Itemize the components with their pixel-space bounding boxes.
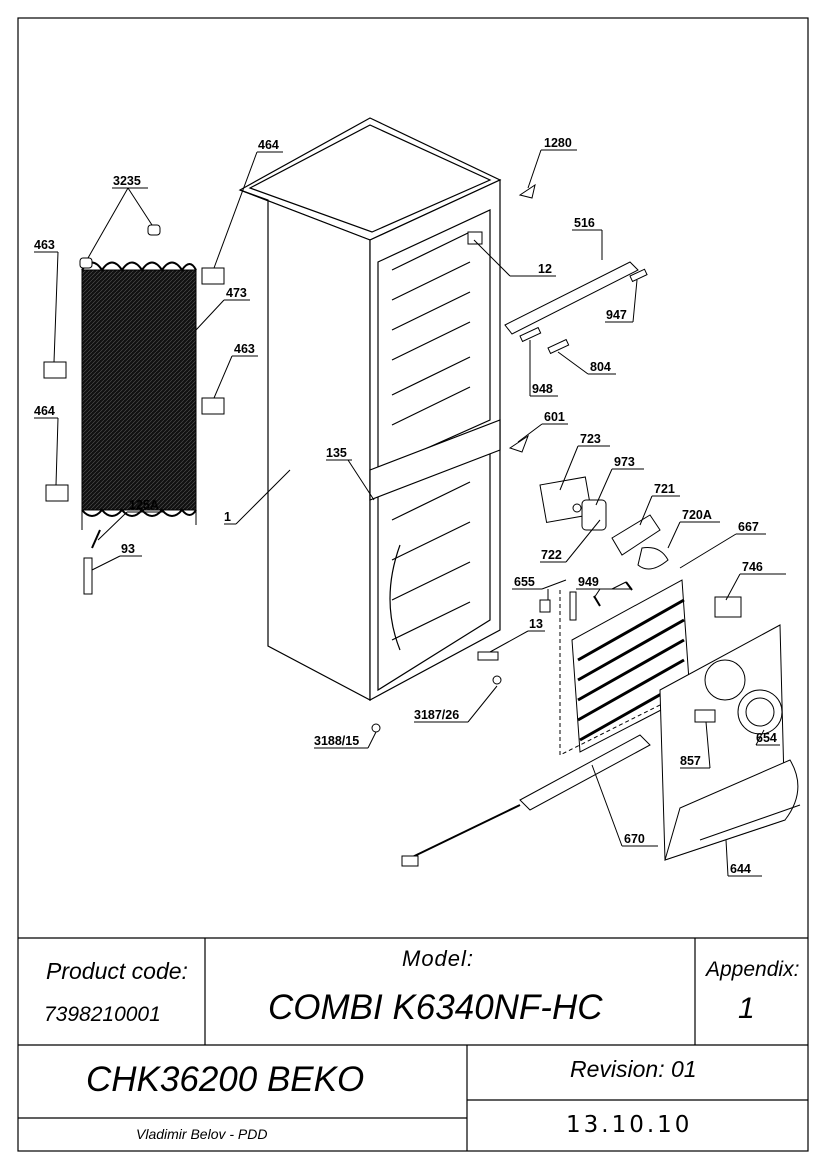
misc-parts — [371, 581, 742, 733]
label-516: 516 — [574, 216, 595, 230]
model-value: COMBI K6340NF-HC — [268, 988, 603, 1027]
label-654: 654 — [756, 731, 777, 745]
heater-670 — [401, 734, 651, 867]
label-3187-26: 3187/26 — [414, 708, 459, 722]
product-code-label: Product code: — [46, 958, 188, 984]
label-667: 667 — [738, 520, 759, 534]
label-949: 949 — [578, 575, 599, 589]
label-13: 13 — [529, 617, 543, 631]
label-857: 857 — [680, 754, 701, 768]
cabinet-1 — [238, 117, 502, 702]
back-panel-644 — [659, 624, 801, 861]
appendix-label: Appendix: — [706, 958, 800, 981]
label-3235: 3235 — [113, 174, 141, 188]
label-464-left: 464 — [34, 404, 55, 418]
label-948: 948 — [532, 382, 553, 396]
label-721: 721 — [654, 482, 675, 496]
brand-code: CHK36200 BEKO — [86, 1060, 365, 1099]
revision: Revision: 01 — [570, 1056, 697, 1082]
label-1: 1 — [224, 510, 231, 524]
label-93: 93 — [121, 542, 135, 556]
label-464-top: 464 — [258, 138, 279, 152]
label-473: 473 — [226, 286, 247, 300]
label-723: 723 — [580, 432, 601, 446]
title-block-frame — [18, 937, 808, 1151]
label-12: 12 — [538, 262, 552, 276]
label-3188-15: 3188/15 — [314, 734, 359, 748]
condenser-473 — [81, 261, 197, 530]
date: 13.10.10 — [566, 1112, 693, 1138]
label-746: 746 — [742, 560, 763, 574]
label-125A: 125A — [129, 498, 159, 512]
label-947: 947 — [606, 308, 627, 322]
label-722: 722 — [541, 548, 562, 562]
label-655: 655 — [514, 575, 535, 589]
appendix-value: 1 — [738, 992, 755, 1025]
label-804: 804 — [590, 360, 611, 374]
small-parts-top — [467, 183, 648, 453]
author: Vladimir Belov - PDD — [136, 1126, 268, 1142]
model-label: Model: — [402, 946, 475, 971]
label-135: 135 — [326, 446, 347, 460]
product-code-value: 7398210001 — [44, 1003, 161, 1026]
label-644: 644 — [730, 862, 751, 876]
sheet-border — [17, 17, 809, 1152]
label-601: 601 — [544, 410, 565, 424]
label-973: 973 — [614, 455, 635, 469]
part-labels: 1280 464 3235 516 463 12 473 947 463 804… — [34, 136, 777, 876]
fan-module — [539, 476, 669, 570]
label-720A: 720A — [682, 508, 712, 522]
label-463-left: 463 — [34, 238, 55, 252]
leader-lines — [34, 149, 786, 877]
label-670: 670 — [624, 832, 645, 846]
clip-parts — [43, 224, 225, 595]
label-1280: 1280 — [544, 136, 572, 150]
label-463-right: 463 — [234, 342, 255, 356]
